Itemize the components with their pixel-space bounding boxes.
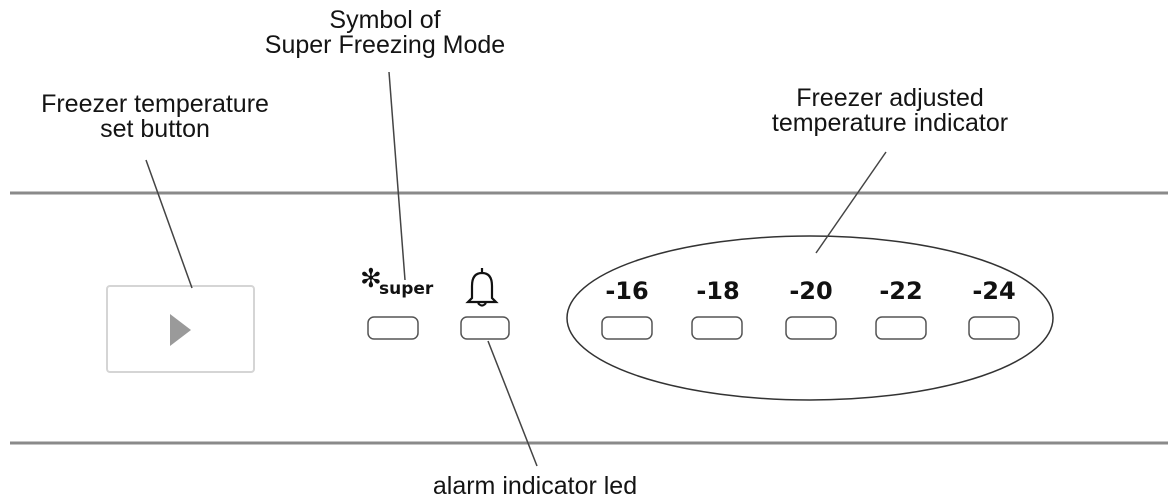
callout-adjusted-line2: temperature indicator [771,109,1009,137]
callout-super-line2: Super Freezing Mode [264,31,506,59]
temp-label-18: -18 [696,277,740,305]
temp-led-16[interactable] [601,316,653,340]
temp-led-22[interactable] [875,316,927,340]
callout-super-line1: Symbol of [329,6,441,34]
callout-set-line1: Freezer temperature [41,90,269,118]
leader-line-alarm-led [487,340,538,467]
callout-adjusted-temperature-indicator: Freezer adjusted temperature indicator [725,86,1055,136]
leader-line-super-symbol [388,71,406,281]
temp-label-16: -16 [605,277,649,305]
bell-icon [465,268,499,307]
super-symbol-text: super [379,279,434,299]
leader-line-adjusted-indicator [815,151,887,254]
callout-super-freezing-symbol: Symbol of Super Freezing Mode [220,8,550,58]
temp-label-20: -20 [789,277,833,305]
callout-adjusted-line1: Freezer adjusted [796,84,984,112]
alarm-indicator-led[interactable] [460,316,510,340]
temp-led-20[interactable] [785,316,837,340]
super-freezing-led[interactable] [367,316,419,340]
callout-alarm-indicator-led: alarm indicator led [385,474,685,499]
callout-set-button: Freezer temperature set button [10,92,300,142]
temp-label-24: -24 [972,277,1016,305]
temp-led-24[interactable] [968,316,1020,340]
temp-label-22: -22 [879,277,923,305]
play-triangle-icon [170,314,191,346]
snowflake-icon: ✻ [360,264,382,294]
temp-led-18[interactable] [691,316,743,340]
callout-alarm-line1: alarm indicator led [432,472,638,500]
temperature-group-ellipse [566,235,1054,401]
leader-line-set-button [145,159,193,289]
callout-set-line2: set button [100,115,210,143]
